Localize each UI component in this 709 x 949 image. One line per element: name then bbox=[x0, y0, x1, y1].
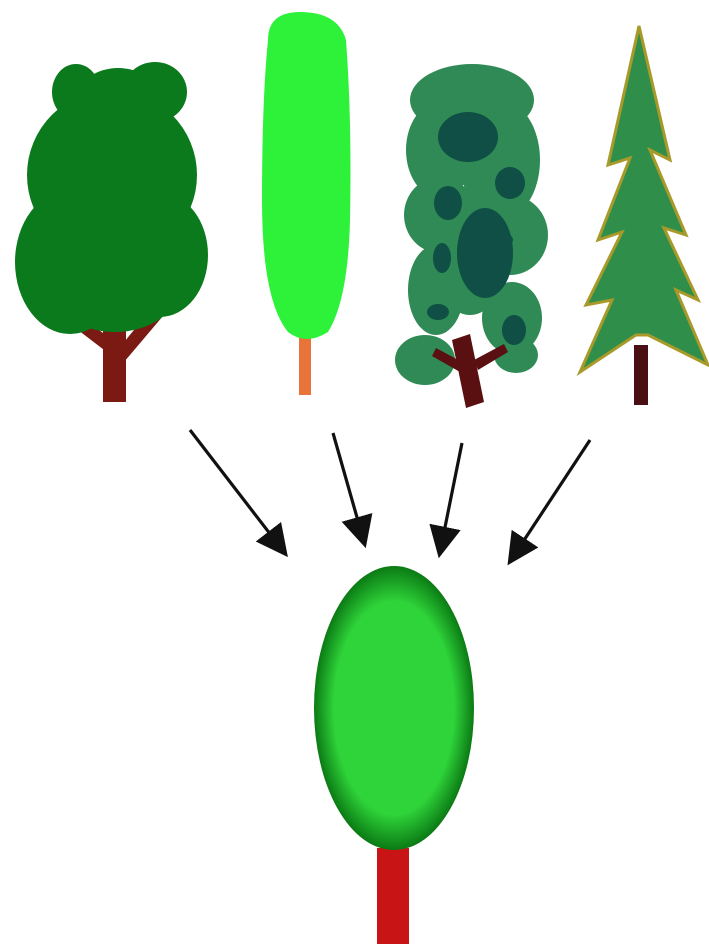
generic-tree-icon bbox=[314, 566, 474, 944]
mottled-tree-icon bbox=[395, 64, 548, 408]
conifer-tree-icon bbox=[580, 26, 708, 405]
arrow-from-broadleaf bbox=[190, 430, 284, 552]
broadleaf-tree-icon bbox=[15, 62, 208, 402]
arrow-from-conifer bbox=[511, 440, 590, 560]
arrows-group bbox=[190, 430, 590, 560]
arrow-from-columnar bbox=[333, 433, 364, 542]
arrow-from-mottled bbox=[440, 443, 462, 552]
columnar-tree-icon bbox=[262, 12, 351, 395]
